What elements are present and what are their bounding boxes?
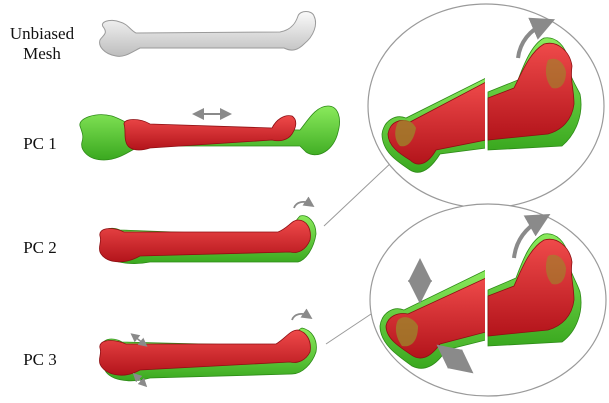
pc3-bone-pair xyxy=(99,314,316,384)
pc1-bone-pair xyxy=(80,106,340,160)
pc2-zoom-connector xyxy=(324,160,394,226)
pc2-bone-pair xyxy=(99,202,316,264)
pc3-zoom-inset xyxy=(370,204,606,396)
pc2-zoom-inset xyxy=(368,4,604,208)
unbiased-mesh-bone xyxy=(100,12,316,57)
pc3-rotation-arrow xyxy=(292,314,308,320)
pc2-rotation-arrow xyxy=(294,202,310,208)
